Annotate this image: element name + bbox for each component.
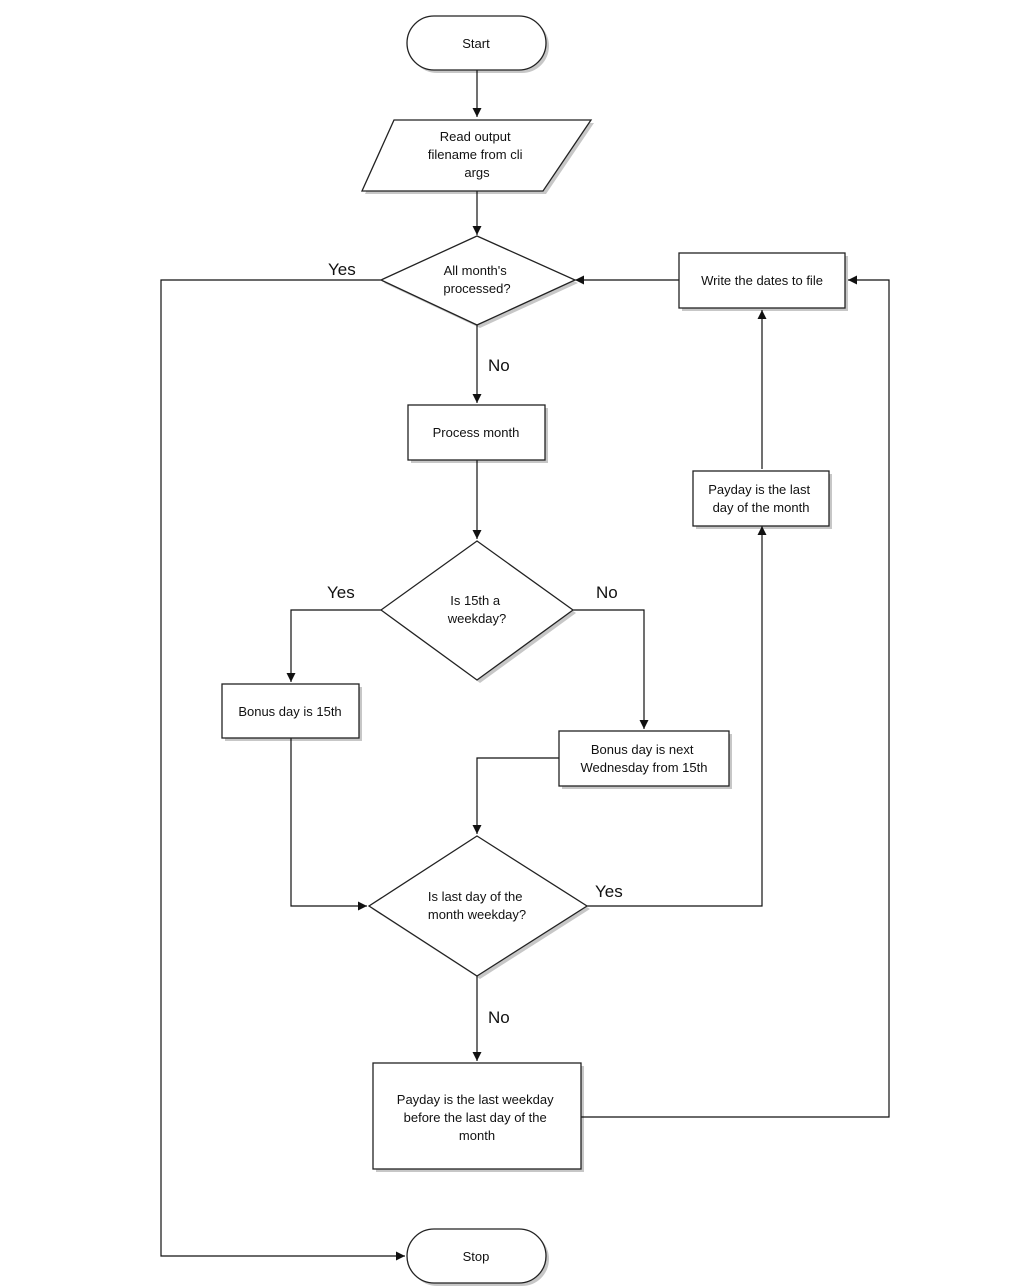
bonus-next-wednesday-label: Bonus day is next Wednesday from 15th: [581, 742, 708, 775]
payday-last-weekday-label: Payday is the last weekday before the la…: [397, 1092, 557, 1143]
bonus-15th-label: Bonus day is 15th: [238, 704, 341, 719]
label-is-15th-yes: Yes: [327, 583, 355, 602]
bonus-next-wednesday-box: Bonus day is next Wednesday from 15th: [558, 730, 732, 789]
edge-bonuswed-to-lastday: [472, 757, 559, 834]
label-last-day-yes: Yes: [595, 882, 623, 901]
label-all-processed-no: No: [488, 356, 510, 375]
start-label: Start: [462, 36, 490, 51]
write-dates-box: Write the dates to file: [678, 252, 848, 311]
stop-label: Stop: [463, 1249, 490, 1264]
bonus-15th-box: Bonus day is 15th: [221, 683, 362, 741]
edge-15th-yes-to-bonus15: [286, 609, 381, 682]
label-last-day-no: No: [488, 1008, 510, 1027]
all-processed-label: All month's processed?: [443, 263, 510, 296]
stop-terminal: Stop: [406, 1228, 549, 1286]
is-15th-weekday-label: Is 15th a weekday?: [447, 593, 507, 626]
edge-lastday-yes-to-paydaylast: [587, 526, 767, 907]
all-processed-decision: All month's processed?: [379, 235, 578, 328]
edge-bonus15-to-lastday: [290, 738, 367, 911]
is-15th-weekday-decision: Is 15th a weekday?: [379, 540, 576, 683]
process-month-box: Process month: [407, 404, 548, 463]
start-terminal: Start: [406, 15, 549, 73]
label-is-15th-no: No: [596, 583, 618, 602]
payday-last-day-label: Payday is the last day of the month: [708, 482, 814, 515]
edge-paydayweekday-to-write: [581, 275, 890, 1118]
edge-decision-yes-to-stop: [160, 279, 405, 1261]
edges: [160, 70, 890, 1261]
edge-labels: Yes No Yes No Yes No: [327, 260, 623, 1027]
read-args-label: Read output filename from cli args: [428, 129, 526, 180]
process-month-label: Process month: [433, 425, 520, 440]
write-dates-label: Write the dates to file: [701, 273, 823, 288]
last-day-weekday-label: Is last day of the month weekday?: [428, 889, 526, 922]
payday-last-weekday-box: Payday is the last weekday before the la…: [372, 1062, 584, 1172]
payday-last-day-box: Payday is the last day of the month: [692, 470, 832, 529]
edge-15th-no-to-bonuswed: [573, 609, 649, 729]
last-day-weekday-decision: Is last day of the month weekday?: [367, 835, 590, 979]
label-all-processed-yes: Yes: [328, 260, 356, 279]
read-args-io: Read output filename from cli args: [360, 119, 594, 194]
